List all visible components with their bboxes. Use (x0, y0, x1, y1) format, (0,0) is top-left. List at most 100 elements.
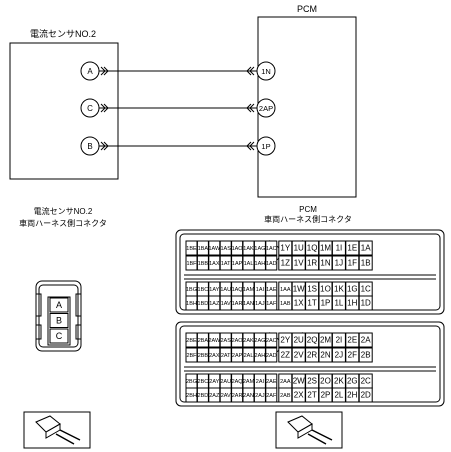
sensor-connector-pin-label: C (56, 331, 63, 341)
sensor-pins: ACB (80, 61, 109, 156)
pcm-connector-pin-label: 2BH (186, 393, 197, 399)
chevron-right-icon (100, 66, 109, 76)
pcm-connector-pin-label: 2AV (221, 393, 231, 399)
sensor-connector-cell (49, 328, 69, 344)
pcm-connector-pin-label: 1X (294, 299, 304, 308)
pcm-connector-pin-label: 1B (361, 259, 371, 268)
sensor-connector-title-2: 車両ハーネス側コネクタ (19, 218, 107, 228)
pcm-connector-pin-label: 1I (336, 244, 343, 253)
sensor-pin-circle (80, 136, 100, 156)
pcm-connector-pin-label: 2AU (220, 379, 231, 385)
pcm-connector-pin-label: 2AK (243, 338, 254, 344)
pcm-connector-cell (265, 295, 278, 311)
pcm-connector-pin-label: 1AR (232, 301, 243, 307)
pcm-connector-pin-label: 2AP (232, 353, 243, 359)
sensor-connector-cell (49, 313, 69, 328)
pcm-pin-circle (256, 61, 276, 81)
pcm-connector-pin-label: 1S (307, 285, 317, 294)
pcm-connector-pin-label: 1AW (208, 246, 221, 252)
pcm-connector-cell (265, 332, 278, 348)
chevron-left-icon (246, 66, 255, 76)
pcm-connector-pin-label: 2Z (281, 351, 290, 360)
pcm-connector-pin-label: 1BF (186, 261, 197, 267)
probe-icon (23, 411, 91, 449)
pcm-connector-pin-label: 2AR (232, 393, 243, 399)
pcm-connector-pin-label: 2J (335, 351, 343, 360)
sensor-connector-pin-label: A (56, 300, 62, 310)
pcm-connector-pin-label: 2B (361, 351, 371, 360)
pcm-connector-pin-label: 1AD (266, 261, 277, 267)
pcm-connector-cell (358, 347, 373, 363)
pcm-connector-pin-label: 1BB (198, 261, 209, 267)
chevron-left-icon (246, 103, 255, 113)
pcm-connector-pin-label: 2K (334, 377, 344, 386)
pcm-connector-pin-label: 2X (294, 391, 304, 400)
sensor-pin-circle (80, 98, 100, 118)
probe-icon (275, 411, 343, 449)
pcm-connector-pin-label: 1R (307, 259, 317, 268)
pcm-connector-cell (265, 255, 278, 271)
pcm-connector-pin-label: 1D (361, 299, 371, 308)
pcm-connector-pin-label: 2S (307, 377, 317, 386)
pcm-connector-pin-label: 2AI (256, 379, 265, 385)
pcm-connector-cell (358, 295, 373, 311)
pcm-connector-pin-label: 1AG (254, 246, 265, 252)
sensor-pin-label: C (87, 104, 93, 113)
pcm-connector-cell (265, 387, 278, 403)
pcm-connector-pin-label: 2AF (266, 393, 277, 399)
pcm-connector-cell (358, 255, 373, 271)
pcm-connector-pin-label: 1Y (280, 244, 290, 253)
chevron-right-icon (100, 141, 109, 151)
pcm-connector-pin-label: 1L (334, 299, 343, 308)
pcm-connector-pin-label: 2AD (266, 353, 277, 359)
pcm-connector-pin-label: 1A (361, 244, 371, 253)
pcm-connector-pin-label: 1AJ (255, 301, 265, 307)
pcm-connector-pin-label: 2AB (280, 393, 291, 399)
sensor-connector-pins: ABC (49, 297, 69, 344)
pcm-connector-pin-label: 1AX (209, 261, 220, 267)
pcm-connector-pin-label: 1AI (256, 287, 265, 293)
pcm-connector-pin-label: 1BE (186, 246, 197, 252)
pcm-connector-cell (358, 240, 373, 256)
pcm-connector-pin-label: 2BB (198, 353, 209, 359)
pcm-connector-pin-label: 2F (348, 351, 357, 360)
pcm-connector-pin-label: 2BG (186, 379, 197, 385)
sensor-pin-label: B (87, 142, 92, 151)
pcm-connector-pin-label: 2AY (209, 379, 219, 385)
pcm-connector-pin-label: 1Z (281, 259, 290, 268)
pcm-connector-pin-label: 1H (347, 299, 357, 308)
pcm-connector-pin-label: 2AZ (209, 393, 220, 399)
pcm-pin-label: 1N (261, 67, 271, 76)
pcm-connector-title-2: 車両ハーネス側コネクタ (264, 214, 352, 224)
sensor-pin-circle (80, 61, 100, 81)
pcm-connector-pin-label: 1BG (186, 287, 197, 293)
pcm-connector-pin-label: 2AN (243, 393, 254, 399)
pcm-pin-label: 2AP (259, 104, 273, 113)
pcm-connector-pin-label: 1BH (186, 301, 197, 307)
pcm-connector-pin-label: 1AN (243, 301, 254, 307)
pcm-connector-pin-label: 1AV (221, 301, 231, 307)
pcm-connector-pin-label: 2AE (266, 379, 277, 385)
sensor-connector-cell (49, 297, 69, 313)
pcm-connector-pin-label: 2AT (221, 353, 231, 359)
pcm-connector-pin-label: 1AT (221, 261, 231, 267)
pcm-connector-pin-label: 1AU (220, 287, 231, 293)
pcm-connector-pin-label: 2D (361, 391, 371, 400)
pcm-connector-pin-label: 1AE (266, 287, 277, 293)
chevron-right-icon (100, 103, 109, 113)
pcm-connector-pin-label: 1V (294, 259, 304, 268)
pcm-connector-pin-label: 2O (320, 377, 331, 386)
pcm-connector-pin-label: 1BC (198, 287, 209, 293)
pcm-connector-pin-label: 2L (334, 391, 343, 400)
pcm-connector-pin-label: 2M (320, 336, 331, 345)
pcm-connector-pin-label: 1AB (280, 301, 291, 307)
pcm-connector-pin-label: 2E (347, 336, 357, 345)
pcm-connector-pin-label: 1AZ (209, 301, 220, 307)
pcm-connector-pin-label: 2R (307, 351, 317, 360)
pcm-connector-pin-label: 2AC (266, 338, 277, 344)
pcm-connector-pin-label: 1T (307, 299, 316, 308)
pcm-pin-circle (256, 98, 276, 118)
pcm-connector-pin-label: 2AJ (255, 393, 265, 399)
